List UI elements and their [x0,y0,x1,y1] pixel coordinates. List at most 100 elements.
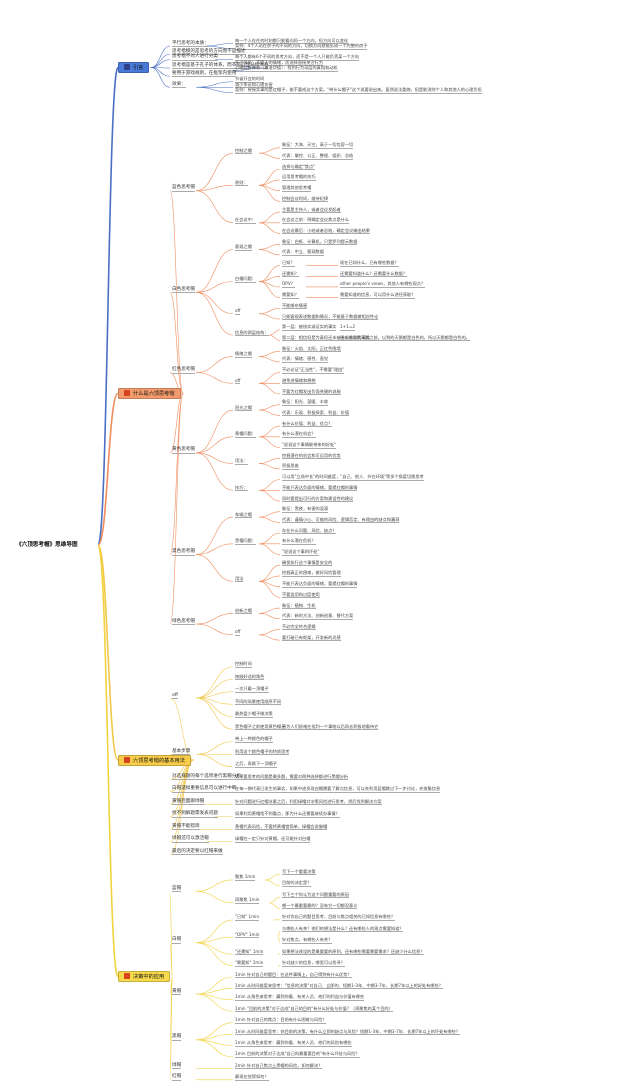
connector [195,409,234,454]
topic-node: 在每一期代表已发生的事实，如果中途发现白帽需要了解点信息，可以先利用蓝帽跳过下一… [235,786,441,793]
connector [258,265,281,282]
branch-4[interactable]: 决策中的应用 [118,971,171,982]
subtopic-node: 黄帽后面跟绿帽 [172,798,205,806]
connector [258,404,281,411]
connector [277,931,281,938]
topic-node: 可以用"立场中长"的时间维度，"自己、他人、外在环境"等多个角度切换思考 [282,474,424,481]
topic-node: 运用思考帽的技巧 [282,174,316,181]
connector [169,393,184,555]
topic-node: 要打破已有框架，开发新的灵感 [282,634,341,642]
branch-1[interactable]: 引言 [118,62,150,73]
connector [258,516,281,523]
subtopic-node: 白帽 [172,937,182,944]
topic-node: off [235,308,241,315]
branch-2[interactable]: 什么是六顶思考帽 [118,388,181,399]
connector [195,1039,234,1058]
connector [169,393,184,454]
subtopic-node: 思考楷是基于孔子的体系，而不是心理分析体系 [172,62,269,69]
connector [258,511,281,518]
topic-node: 在会议最后：小结或者总结，确定会议输出结果 [282,227,370,235]
connector [195,1022,234,1041]
topic-node: 目前的决定是？ [282,880,312,887]
connector [150,45,171,68]
topic-node: 有什么潜在机会？ [282,431,316,438]
topic-node: 还未发现黑天鹅之前，以到的天鹅都是白色的，所以天鹅都是白色的。 [340,334,470,342]
root-topic[interactable]: 《六顶思考帽》思维导图 [10,539,84,551]
connector [195,356,234,373]
connector [195,891,234,904]
connector [97,544,119,761]
connector [169,976,173,1081]
connector [195,554,234,582]
connector [195,666,234,699]
topic-node: 黄帽问题： [235,431,256,438]
connector [97,66,119,546]
topic-node: 代表：情绪、感性、直觉 [282,356,329,363]
topic-node: 1min "目前的决策"对于达成"自己的目的"有什么好处与价值？（再聚焦的某个目… [235,1005,393,1013]
topic-node: 黄帽代表风险，不要将黄帽错简单，绿帽会说服帽 [235,823,328,831]
connector [195,516,234,555]
connector [206,42,234,47]
topic-node: 黑色帽子之前使用黄色帽子 [235,723,286,731]
topic-node: 如果想法改设的是最重要的原则，还有哪些需要需要需求？还缺少什么信息？ [282,948,425,956]
branch-3[interactable]: 六顶思考帽的基本用法 [118,754,191,766]
subtopic-node: 平行思考的本质： [172,40,209,47]
topic-node: 象征：白纸、计算机，只是罗列提示数据 [282,238,358,246]
topic-node: "OPV" 1min [235,931,260,939]
subtopic-node: 白色思考帽 [172,286,195,294]
connector [258,463,281,470]
topic-node: 情绪之帽 [235,351,252,358]
topic-node: 避免进情绪和想想 [282,377,316,385]
topic-node: 控制之帽 [235,147,252,155]
topic-node: 用法 [235,575,244,583]
connector [195,292,234,315]
connector [258,356,281,363]
topic-node: 存在什么问题、风险、缺点？ [282,527,337,535]
connector [195,281,234,293]
connector [195,741,234,755]
connector [195,292,234,336]
topic-node: 还需要知道什么？还需要什么数据？ [340,270,408,278]
connector [258,313,281,320]
subtopic-node: 对选择题的每个选项进行黑帽分析 [172,773,241,781]
topic-node: 1min 目前的决策对于达成"自己的最重要目的"有什么坏处与风险？ [235,1051,360,1058]
branch-label: 决策中的应用 [133,974,165,980]
topic-node: 哪一个最重要最的？没有它一切都没意义 [282,902,358,910]
connector [195,623,234,636]
connector [169,372,184,394]
subtopic-node: 蓝帽 [172,885,182,893]
connector [195,190,234,224]
connector [195,152,234,191]
connector [258,564,281,582]
topic-node: 针对问题进行红帽冰素之后，利用绿帽对冰策风险进行思考，然后找到解决方案 [235,798,382,806]
connector [258,281,281,298]
topic-node: 带上一种颜色的帽子 [235,736,273,743]
connector [258,168,281,186]
connector [195,753,234,768]
topic-node: 每个人都有6个不同的思考方向，而不是一个人只能负责某一个方向 [235,54,360,61]
topic-node: 象征：火焰、太阳，正红色围墙 [282,345,341,353]
connector [258,249,281,256]
connector [206,45,234,50]
topic-node: 第二层：相信但是为真但还未被充分核实的事实 [282,334,370,342]
connector [169,393,184,625]
topic-node: 不要滥用和过度使用 [282,591,320,599]
topic-node: 象征：植物、生机 [282,602,316,610]
topic-node: 代表：谨慎小心、可能的风险、逻辑否定、有理由的缺点和漏洞 [282,516,400,524]
connector [258,243,281,250]
connector [195,452,234,464]
connector [258,222,281,234]
connector [169,942,173,977]
connector [258,613,281,620]
topic-node: 不能够杂情感 [282,302,308,310]
topic-node: 1+1=2 [340,324,356,331]
connector [258,580,281,598]
topic-node: 管理其他思考帽 [282,185,312,192]
connector [195,543,234,555]
connector [195,942,234,966]
topic-node: OPV？ [282,281,295,288]
topic-node: 黑帽问题： [235,538,256,545]
topic-node: 节省开会的时间 [235,76,265,83]
topic-node: 写下三个你认为这个问题重要的原因 [282,891,350,899]
